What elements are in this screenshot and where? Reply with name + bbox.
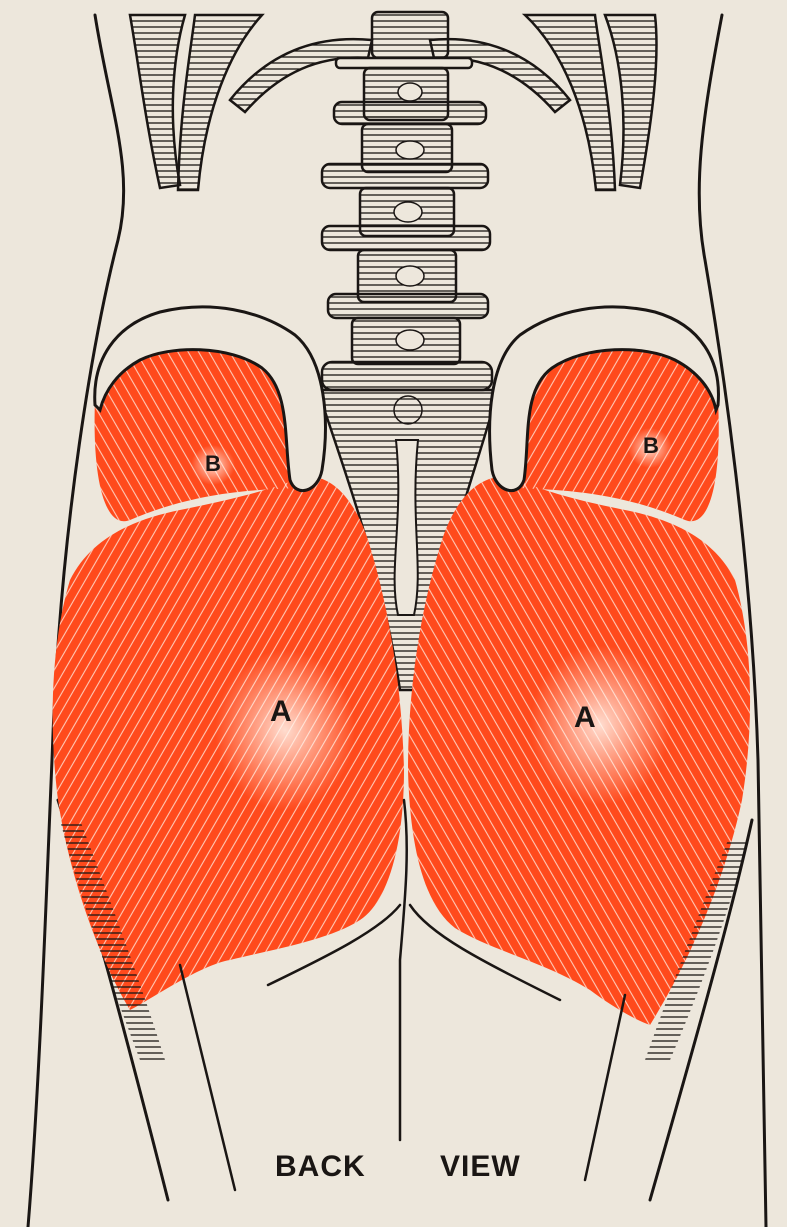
- caption-view: VIEW: [440, 1152, 521, 1182]
- caption-back: BACK: [275, 1152, 366, 1182]
- label-gluteus-maximus-left: A: [270, 697, 292, 727]
- coccyx: [395, 440, 418, 615]
- label-gluteus-medius-right: B: [643, 435, 659, 457]
- label-gluteus-maximus-right: A: [574, 703, 596, 733]
- label-gluteus-medius-left: B: [205, 453, 221, 475]
